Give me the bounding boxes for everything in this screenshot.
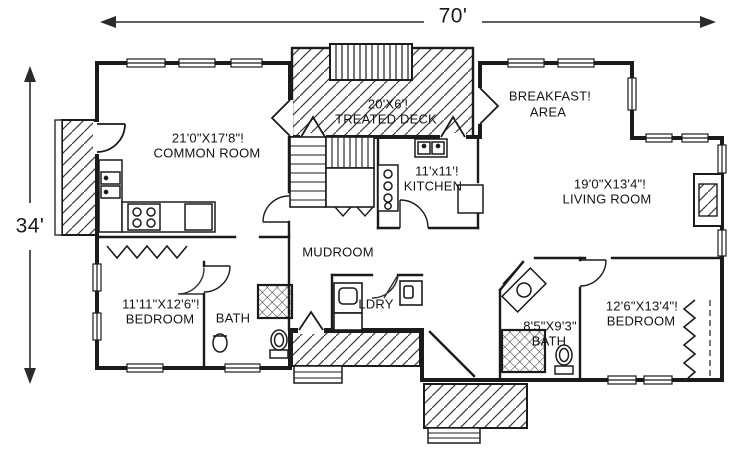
window-icon xyxy=(92,263,102,292)
doors xyxy=(93,87,607,334)
mudroom-name: MUDROOM xyxy=(302,244,374,260)
kitchen-island xyxy=(457,184,484,214)
door-swing-icon xyxy=(440,115,466,141)
bath-left-name: BATH xyxy=(215,310,251,326)
bedroom-left-size: 11'11"X12'6"! xyxy=(122,296,200,312)
stove-icon xyxy=(377,164,399,212)
window-icon xyxy=(92,312,102,341)
dimension-width-label: 70' xyxy=(434,6,472,27)
dimension-arrow-horizontal xyxy=(100,16,716,28)
window-icon xyxy=(224,363,261,373)
sink-icon xyxy=(212,333,228,353)
window-icon xyxy=(507,58,545,68)
windows xyxy=(92,58,727,385)
door-swing-icon xyxy=(371,274,399,299)
door-swing-icon xyxy=(203,265,231,293)
door-swing-icon xyxy=(476,87,500,125)
window-icon xyxy=(178,58,216,68)
left-bath-fixtures xyxy=(212,283,294,359)
breakfast-area-line2: AREA xyxy=(529,104,567,120)
treated-deck-name: TREATED DECK xyxy=(335,111,437,127)
window-icon xyxy=(557,58,595,68)
window-icon xyxy=(126,58,166,68)
door-swing-icon xyxy=(270,99,293,137)
door-swing-icon xyxy=(177,267,205,295)
stove-icon xyxy=(127,203,161,231)
vanity-icon xyxy=(501,267,547,313)
laundry-name: LDRY xyxy=(358,296,394,312)
shower-icon xyxy=(256,283,294,320)
window-icon xyxy=(230,58,263,68)
closet-rod-icon xyxy=(682,299,711,379)
bedroom-left-name: BEDROOM xyxy=(125,311,195,327)
fireplace-icon xyxy=(693,173,723,227)
window-icon xyxy=(627,77,637,111)
living-room-size: 19'0"X13'4"! xyxy=(573,176,647,192)
window-icon xyxy=(717,144,727,174)
living-room-name: LIVING ROOM xyxy=(562,191,652,207)
stairs-icon xyxy=(289,136,375,218)
door-swing-icon xyxy=(93,122,126,154)
common-room-size: 21'0"X17'8"! xyxy=(171,130,245,146)
closet-rod-icon xyxy=(106,244,188,260)
treated-deck-size: 20'X6'! xyxy=(367,96,409,112)
window-icon xyxy=(607,375,637,385)
bedroom-right-size: 12'6"X13'4"! xyxy=(605,298,679,314)
rear-porch xyxy=(291,331,421,384)
washer-icon xyxy=(333,282,363,331)
toilet-icon xyxy=(269,329,289,359)
door-swing-icon xyxy=(262,195,290,223)
door-swing-icon xyxy=(399,199,429,232)
front-porch xyxy=(423,383,528,444)
window-icon xyxy=(681,133,709,143)
right-bath-fixtures xyxy=(500,267,574,375)
common-room-name: COMMON ROOM xyxy=(153,145,261,161)
door-swing-icon xyxy=(298,310,324,334)
bath-right-name: BATH xyxy=(531,333,567,349)
dimension-height-label: 34' xyxy=(11,216,49,237)
window-icon xyxy=(645,133,673,143)
door-swing-icon xyxy=(502,261,524,285)
bedroom-right-name: BEDROOM xyxy=(606,313,676,329)
interior-walls xyxy=(95,135,724,382)
shower-icon xyxy=(500,328,547,374)
window-icon xyxy=(126,363,164,373)
toilet-icon xyxy=(554,344,574,375)
dimension-arrow-vertical xyxy=(24,66,36,384)
window-icon xyxy=(717,229,727,257)
dryer-icon xyxy=(399,280,423,306)
kitchen-size: 11'x11'! xyxy=(415,163,459,179)
kitchen-fixtures xyxy=(377,138,484,214)
door-swing-icon xyxy=(579,259,607,287)
kitchenette xyxy=(98,159,216,233)
deck-stair-railing xyxy=(329,43,413,81)
bath-right-size: 8'5"X9'3" xyxy=(523,318,577,334)
left-porch xyxy=(54,119,98,236)
sink-icon xyxy=(100,171,121,199)
breakfast-area-line1: BREAKFAST! xyxy=(508,88,592,104)
laundry-fixtures xyxy=(333,280,423,331)
sink-icon xyxy=(414,138,448,158)
window-icon xyxy=(643,375,673,385)
kitchen-name: KITCHEN xyxy=(403,178,463,194)
